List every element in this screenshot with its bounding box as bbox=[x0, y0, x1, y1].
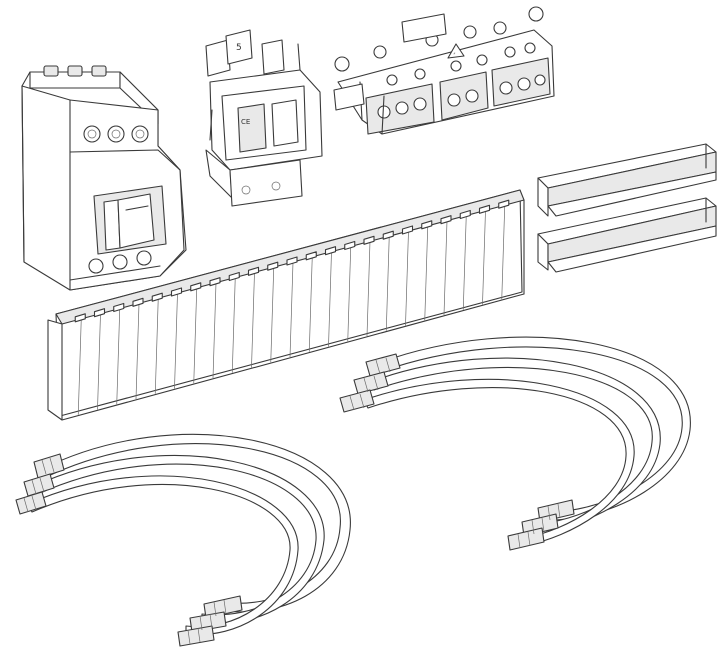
comb-tooth bbox=[421, 220, 433, 230]
comb-rib bbox=[231, 277, 236, 373]
cable-bundle-right bbox=[339, 336, 691, 551]
din-rail-top bbox=[537, 143, 717, 217]
comb-rib bbox=[328, 251, 332, 347]
comb-tooth bbox=[382, 230, 394, 240]
comb-tooth bbox=[93, 308, 106, 318]
comb-rib bbox=[154, 298, 159, 394]
comb-tooth bbox=[478, 204, 491, 214]
terminal-block: ⚡ bbox=[333, 6, 555, 135]
comb-rib bbox=[135, 303, 140, 400]
comb-tooth bbox=[132, 297, 144, 307]
comb-rib bbox=[405, 230, 409, 326]
comb-rib bbox=[289, 261, 294, 358]
comb-rib bbox=[251, 272, 255, 368]
comb-rib bbox=[501, 205, 506, 300]
comb-tooth bbox=[74, 313, 86, 323]
switch-ce-mark: CE bbox=[241, 118, 250, 126]
circuit-breaker bbox=[21, 65, 187, 291]
comb-tooth bbox=[440, 215, 452, 225]
comb-rib bbox=[347, 246, 352, 342]
terminal-warning-mark: ⚡ bbox=[453, 51, 456, 56]
comb-tooth bbox=[498, 199, 510, 209]
comb-rib bbox=[443, 220, 448, 316]
comb-tooth bbox=[190, 282, 202, 292]
comb-rib bbox=[462, 215, 467, 310]
isolator-switch: 5 CE bbox=[205, 29, 323, 207]
switch-number-label: 5 bbox=[236, 43, 242, 53]
comb-busbar bbox=[47, 189, 525, 421]
comb-rib bbox=[366, 241, 371, 337]
comb-tooth bbox=[151, 292, 163, 302]
comb-tooth bbox=[305, 251, 317, 261]
comb-rib bbox=[174, 292, 178, 389]
comb-rib bbox=[212, 282, 217, 379]
comb-rib bbox=[308, 256, 313, 352]
comb-tooth bbox=[324, 246, 337, 256]
comb-rib bbox=[482, 210, 486, 305]
comb-rib bbox=[424, 225, 429, 321]
comb-rib bbox=[193, 287, 198, 384]
comb-tooth bbox=[459, 209, 471, 220]
comb-rib bbox=[270, 267, 275, 363]
comb-tooth bbox=[113, 302, 125, 313]
comb-tooth bbox=[209, 277, 221, 287]
comb-rib bbox=[97, 313, 101, 410]
din-rail-bottom bbox=[537, 197, 717, 273]
comb-tooth bbox=[170, 287, 183, 297]
comb-tooth bbox=[363, 235, 375, 245]
comb-tooth bbox=[267, 261, 279, 271]
comb-ribs bbox=[74, 199, 510, 415]
cable-bundle-left bbox=[15, 433, 351, 647]
comb-rib bbox=[116, 308, 121, 405]
comb-tooth bbox=[228, 271, 240, 282]
comb-rib bbox=[385, 236, 390, 331]
comb-rib bbox=[77, 318, 82, 415]
comb-tooth bbox=[344, 240, 356, 251]
comb-tooth bbox=[401, 225, 414, 235]
comb-tooth bbox=[247, 266, 260, 276]
comb-tooth bbox=[286, 256, 298, 266]
